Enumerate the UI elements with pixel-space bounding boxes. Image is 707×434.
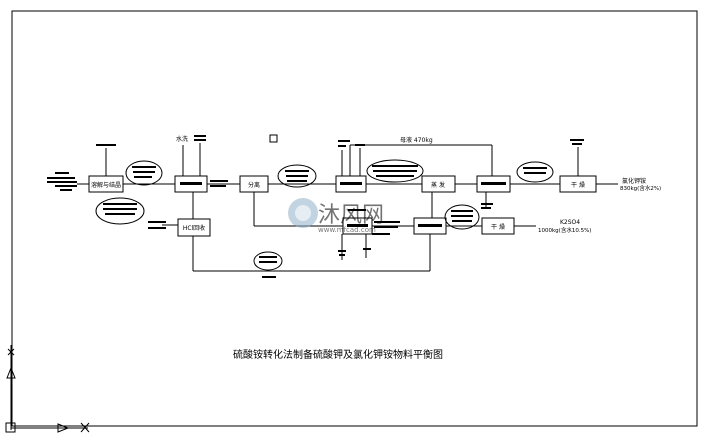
ellipse-stream-3 xyxy=(277,164,317,188)
watermark: 沐风网 www.mfcad.com xyxy=(288,198,384,234)
ellipse-feed-2 xyxy=(95,197,145,225)
label-water-wash: 水洗 xyxy=(176,135,188,143)
ucs-axis-icon xyxy=(5,345,90,433)
process-label-evaporate: 蒸 发 xyxy=(431,181,445,189)
process-box-separate xyxy=(239,175,269,193)
process-boxes: 溶解与结晶 分离 蒸 发 干 燥 HCl回收 干 燥 xyxy=(88,134,597,237)
small-square-marker xyxy=(269,134,278,143)
process-label-separate: 分离 xyxy=(248,181,260,189)
label-product-2-name: K2SO4 xyxy=(560,219,580,226)
process-label-dissolve: 溶解与结晶 xyxy=(91,181,121,189)
process-label-hcl: HCl回收 xyxy=(183,224,205,232)
ellipse-feed-1 xyxy=(125,160,163,186)
ellipse-stream-6 xyxy=(444,204,480,230)
diagram-title: 硫酸铵转化法制备硫酸钾及氯化钾铵物料平衡图 xyxy=(233,348,443,361)
stream-ellipses xyxy=(95,159,554,278)
process-box-dissolve xyxy=(88,175,124,193)
drawing-frame xyxy=(11,10,698,427)
process-box-evaporate xyxy=(421,175,456,193)
stream-labels: 水洗 母液 470kg 氯化钾铵 830kg(含水2%) K2SO4 1000k… xyxy=(176,135,661,234)
label-product-1-qty: 830kg(含水2%) xyxy=(620,184,661,192)
label-product-2-qty: 1000kg(含水10.5%) xyxy=(538,226,591,234)
process-label-dry-2: 干 燥 xyxy=(491,223,505,231)
process-box-dry-1 xyxy=(559,175,597,193)
ellipse-recycle xyxy=(253,251,283,271)
stream-data-blocks xyxy=(47,135,584,256)
ellipse-stream-5 xyxy=(516,161,554,183)
watermark-brand: 沐风网 xyxy=(318,203,384,228)
process-box-hcl xyxy=(177,218,211,237)
ellipse-stream-4 xyxy=(366,159,424,183)
watermark-url: www.mfcad.com xyxy=(318,226,376,234)
process-box-dry-2 xyxy=(481,217,515,235)
label-product-1-name: 氯化钾铵 xyxy=(622,177,646,185)
process-label-dry-1: 干 燥 xyxy=(571,181,585,189)
label-mother-liquor: 母液 470kg xyxy=(400,136,433,144)
